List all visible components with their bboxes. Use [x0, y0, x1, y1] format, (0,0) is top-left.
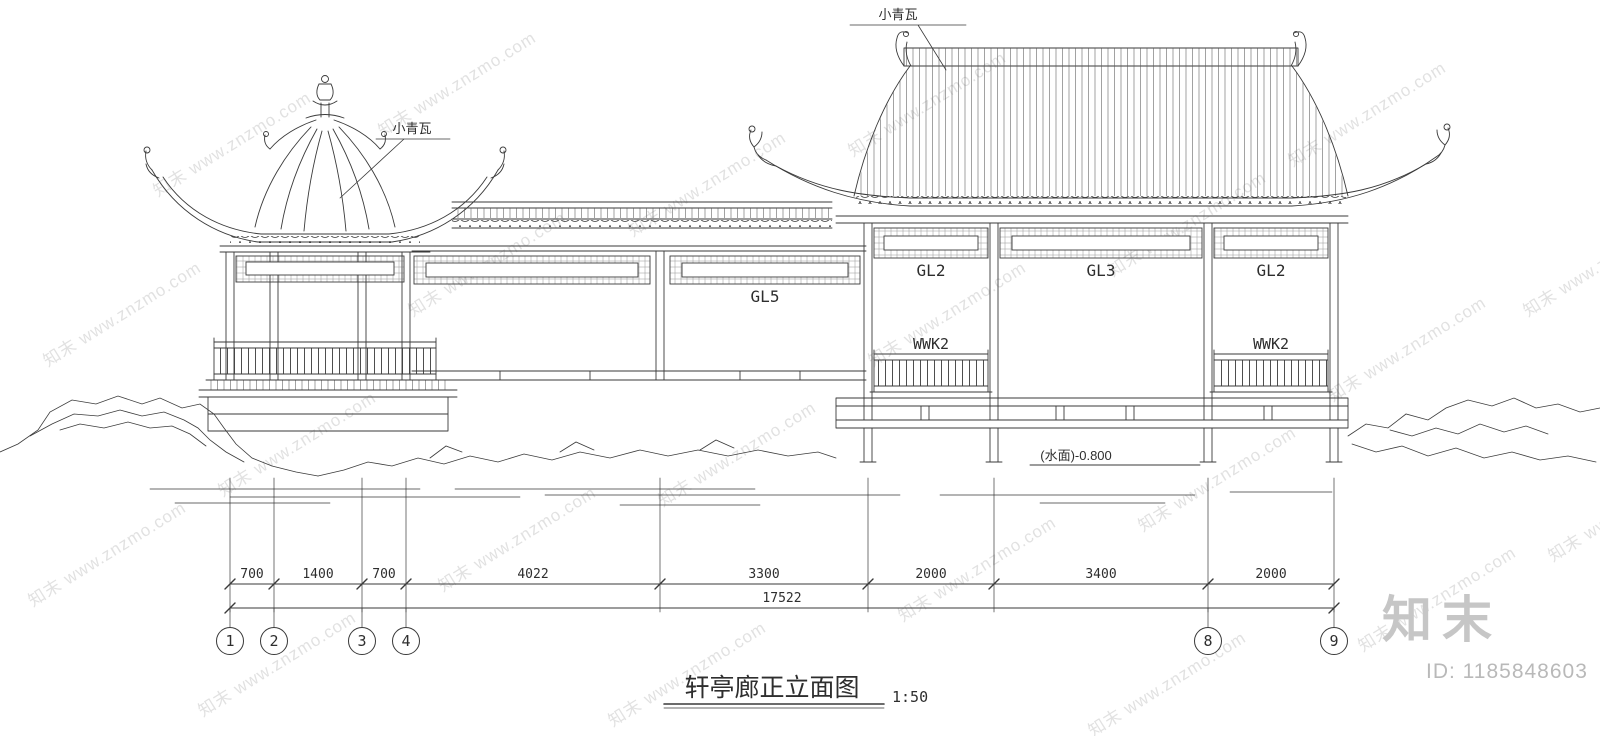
eave-curl-right — [1444, 127, 1450, 146]
label-water-level: (水面)-0.800 — [1040, 448, 1112, 463]
pavilion-finial — [321, 75, 329, 83]
dimension-label: 3400 — [1085, 567, 1116, 582]
drawing-title: 轩亭廊正立面图 — [684, 674, 859, 702]
axis-bubble — [216, 627, 244, 655]
axis-bubbles — [216, 627, 1348, 655]
leader-roof-tile — [849, 24, 967, 71]
eave-curl-left — [749, 129, 755, 148]
label-gl2-left: GL2 — [917, 261, 946, 280]
axis-bubble — [1320, 627, 1348, 655]
label-gl2-right: GL2 — [1257, 261, 1286, 280]
title-underline — [663, 703, 885, 709]
label-wwk2-left: WWK2 — [913, 335, 949, 353]
tile-annotation-roof: 小青瓦 — [878, 7, 917, 22]
pavilion-roof — [143, 75, 507, 243]
tile-annotation-pavilion: 小青瓦 — [392, 121, 431, 136]
image-id-label: ID: 1185848603 — [1426, 660, 1588, 683]
hall-body — [835, 215, 1349, 466]
dimension-label: 2000 — [915, 567, 946, 582]
axis-number: 8 — [1203, 632, 1212, 650]
dimension-system — [224, 477, 1340, 628]
axis-number: 3 — [357, 632, 366, 650]
brand-watermark: 知末 — [1382, 592, 1502, 648]
dimension-label: 2000 — [1255, 567, 1286, 582]
rocks — [0, 395, 1600, 477]
drawing-scale: 1:50 — [892, 688, 928, 706]
dimension-total-label: 17522 — [762, 591, 801, 606]
axis-bubble — [1194, 627, 1222, 655]
leader-pavilion-tile — [339, 138, 451, 199]
dimension-ticks — [224, 578, 1340, 590]
dimension-label: 1400 — [302, 567, 333, 582]
water-lines — [149, 488, 1333, 506]
label-gl5: GL5 — [751, 287, 780, 306]
dimension-label: 700 — [240, 567, 263, 582]
axis-bubble — [392, 627, 420, 655]
axis-number: 1 — [225, 632, 234, 650]
pavilion-body — [198, 245, 458, 432]
ridge-ornament-right — [1293, 31, 1307, 67]
label-wwk2-right: WWK2 — [1253, 335, 1289, 353]
hall-roof — [748, 30, 1451, 207]
axis-bubble — [260, 627, 288, 655]
axis-bubble — [348, 627, 376, 655]
dimension-label: 700 — [372, 567, 395, 582]
leader-annotations — [339, 24, 967, 199]
axis-number: 4 — [401, 632, 410, 650]
axis-number: 2 — [269, 632, 278, 650]
dimension-label: 4022 — [517, 567, 548, 582]
axis-number: 9 — [1329, 632, 1338, 650]
corridor — [411, 201, 867, 381]
ridge-ornament-left — [895, 31, 909, 67]
dimension-label: 3300 — [748, 567, 779, 582]
label-gl3: GL3 — [1087, 261, 1116, 280]
